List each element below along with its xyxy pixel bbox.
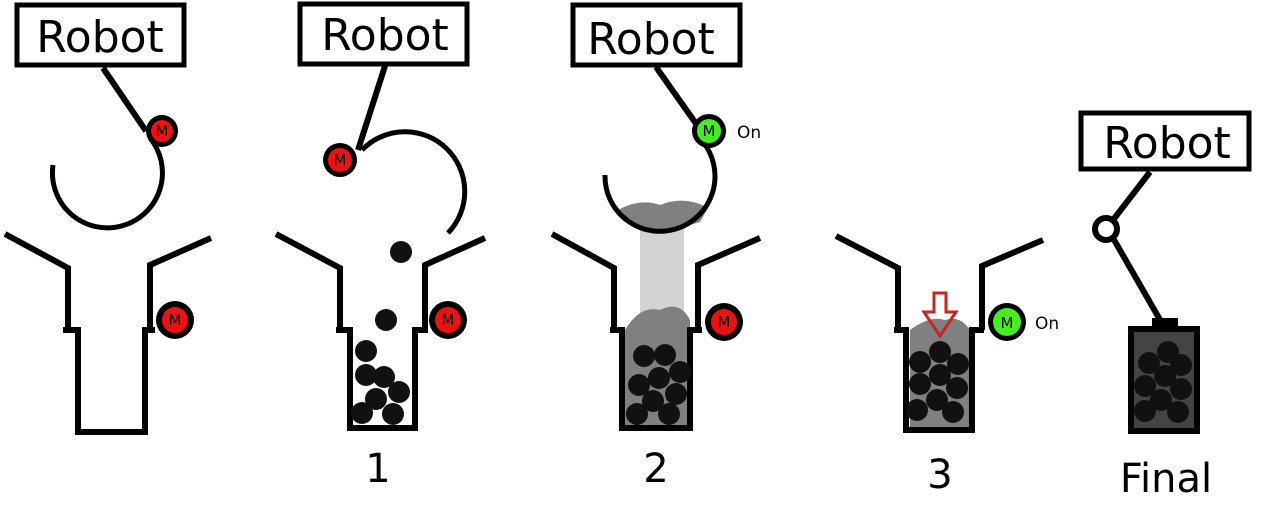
scoop <box>602 140 718 234</box>
robot-label: Robot <box>587 14 715 65</box>
falling-ball <box>375 309 397 331</box>
motor-off-indicator <box>151 120 173 142</box>
robot-label: Robot <box>36 12 164 63</box>
robot-box <box>297 1 470 67</box>
robot-arm-lower <box>1110 236 1166 327</box>
svg-text:M: M <box>703 122 716 140</box>
chute <box>834 233 1045 330</box>
balls <box>1134 341 1192 423</box>
chute <box>550 231 762 330</box>
arm-joint <box>1092 215 1120 243</box>
balls <box>351 340 410 425</box>
svg-text:M: M <box>718 313 731 331</box>
chute-motor: M <box>429 301 467 339</box>
robot-label: Robot <box>1103 118 1231 169</box>
svg-text:M: M <box>169 311 182 329</box>
robot-label: Robot <box>321 10 449 61</box>
container <box>610 327 702 431</box>
chute-motor: M <box>705 303 743 341</box>
scoop-motor: M <box>692 114 726 148</box>
scoop <box>360 129 468 235</box>
svg-text:M: M <box>1001 314 1014 332</box>
panel-stage-2: Robot M On M <box>550 2 762 492</box>
panel-final: Robot Final <box>1078 110 1252 502</box>
balls <box>906 341 969 423</box>
robot-arm <box>355 65 388 151</box>
chute-motor: M <box>988 303 1026 341</box>
robot-arm-upper <box>1110 170 1153 222</box>
scoop <box>49 136 165 231</box>
chute <box>3 231 213 435</box>
robot-box <box>14 2 187 68</box>
panel-stage-1: Robot M M 1 <box>274 1 487 492</box>
press-down-arrow <box>921 291 959 339</box>
powder-stream <box>640 226 684 316</box>
robot-arm <box>100 66 149 133</box>
svg-text:M: M <box>442 311 455 329</box>
powder-in-scoop <box>618 200 708 229</box>
stage-label: 3 <box>927 452 952 498</box>
panel-stage-3: M On 3 <box>834 233 1059 498</box>
panel-initial: Robot M M <box>3 2 213 435</box>
svg-text:M: M <box>334 151 347 169</box>
stage-label: 1 <box>365 446 390 492</box>
stage-label: Final <box>1120 456 1212 502</box>
stage-label: 2 <box>643 446 668 492</box>
container <box>894 327 984 433</box>
falling-ball <box>390 241 412 263</box>
balls <box>626 344 691 425</box>
scoop-motor: M <box>146 115 178 147</box>
svg-text:M: M <box>156 122 169 140</box>
chute-motor-on-label: On <box>1035 314 1059 334</box>
robot-box <box>1078 110 1252 172</box>
chute-motor: M <box>156 301 194 339</box>
robot-box <box>570 2 743 68</box>
chute <box>274 231 487 431</box>
scoop-motor-on-label: On <box>737 123 761 143</box>
scoop-motor: M <box>323 143 357 177</box>
robot-arm <box>653 65 700 127</box>
